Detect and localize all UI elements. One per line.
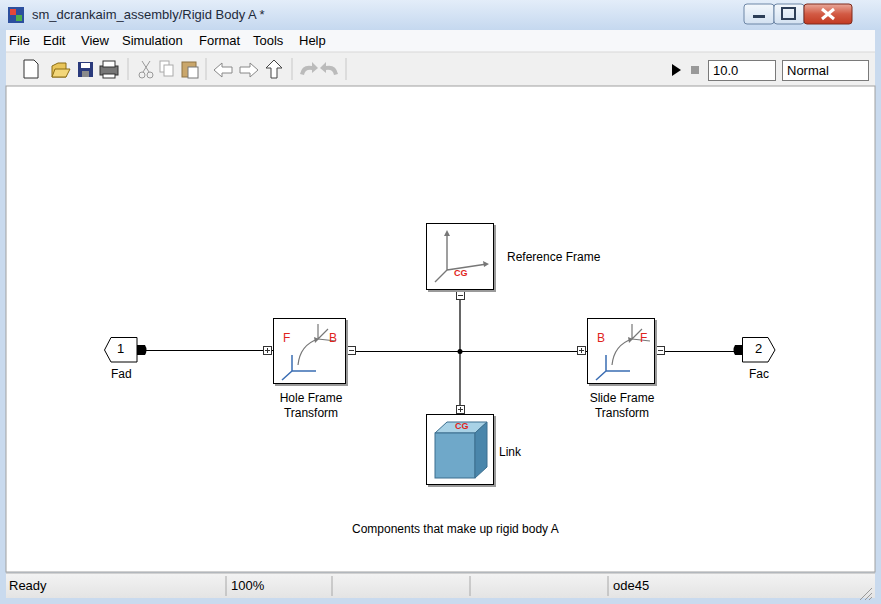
physical-connection [655, 351, 742, 352]
frame-letter: F [640, 331, 647, 345]
connection-port: 1Fad [104, 337, 138, 363]
connection-port: 2Fac [742, 337, 776, 363]
physical-connection [346, 352, 460, 415]
simulink-block: BFSlide Frame Transform [587, 318, 655, 384]
frame-letter: F [283, 331, 290, 345]
physical-connection [138, 350, 273, 351]
ref-icon [427, 224, 495, 291]
menu-item: File [9, 33, 30, 48]
port-number: 1 [117, 341, 124, 356]
block-name: Link [499, 445, 521, 459]
junction-dot [458, 349, 463, 354]
menu-item: Simulation [122, 33, 183, 48]
simulink-block: FBHole Frame Transform [273, 318, 346, 384]
port-name: Fad [111, 367, 132, 381]
window-title: sm_dcrankaim_assembly/Rigid Body A * [32, 7, 265, 22]
solver-name: ode45 [613, 578, 649, 593]
simulink-block: CGReference Frame [426, 223, 494, 290]
port-number: 2 [755, 341, 762, 356]
menu-item: Format [199, 33, 240, 48]
status-text: Ready [9, 578, 47, 593]
menu-item: View [81, 33, 109, 48]
block-name: Hole Frame Transform [263, 391, 359, 421]
frame-letter: B [329, 331, 337, 345]
stop-time-field: 10.0 [713, 63, 738, 78]
menu-item: Help [299, 33, 326, 48]
port-name: Fac [749, 367, 769, 381]
physical-connection [346, 351, 587, 352]
physical-connection [346, 291, 460, 352]
xform-icon [588, 319, 656, 385]
simulink-block: CGLink [426, 414, 494, 485]
zoom-level: 100% [231, 578, 264, 593]
block-name: Slide Frame Transform [574, 391, 670, 421]
cg-marker: CG [454, 268, 468, 278]
sim-mode-field: Normal [787, 63, 829, 78]
cg-marker: CG [455, 421, 469, 431]
frame-letter: B [597, 331, 605, 345]
diagram-caption: Components that make up rigid body A [352, 522, 559, 536]
xform-icon [274, 319, 347, 385]
menu-item: Tools [253, 33, 283, 48]
block-name: Reference Frame [507, 250, 600, 264]
menu-item: Edit [43, 33, 65, 48]
